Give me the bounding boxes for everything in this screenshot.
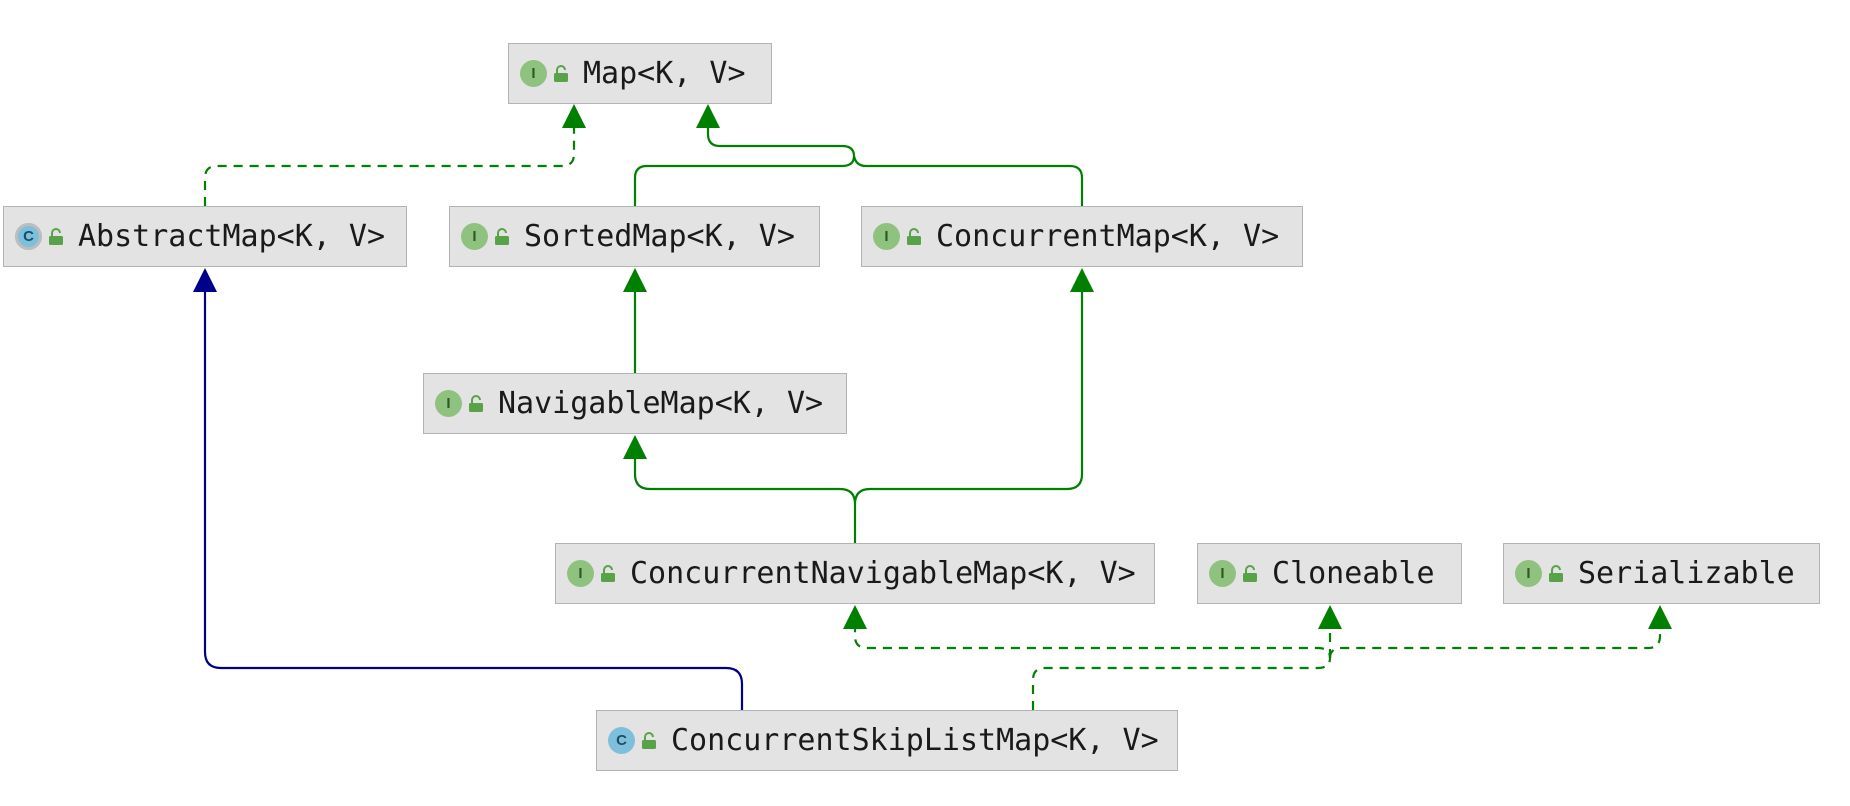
lock-icon	[468, 394, 484, 413]
class-icon: C	[608, 727, 635, 754]
node-concurrentskiplistmap[interactable]: C ConcurrentSkipListMap<K, V>	[596, 710, 1178, 771]
edge-concurrentmap-extends-map	[852, 155, 1084, 206]
node-abstractmap[interactable]: C AbstractMap<K, V>	[3, 206, 407, 267]
arrowhead-sortedmap	[623, 268, 647, 292]
arrowhead-navigablemap	[623, 435, 647, 459]
node-concurrentnavigablemap[interactable]: I ConcurrentNavigableMap<K, V>	[555, 543, 1155, 604]
node-label: Map<K, V>	[583, 56, 746, 91]
lock-icon	[1242, 564, 1258, 583]
edge-cnm-extends-navigablemap	[633, 456, 857, 543]
interface-icon: I	[461, 223, 488, 250]
arrowhead-serializable	[1648, 605, 1672, 629]
arrowhead-abstractmap	[193, 268, 217, 292]
interface-icon: I	[520, 60, 547, 87]
edge-sortedmap-extends-map	[633, 124, 856, 206]
interface-icon: I	[1209, 560, 1236, 587]
arrowhead-map-left	[562, 104, 586, 128]
lock-icon	[906, 227, 922, 246]
lock-icon	[1548, 564, 1564, 583]
node-label: ConcurrentNavigableMap<K, V>	[630, 556, 1136, 591]
node-map[interactable]: I Map<K, V>	[508, 43, 772, 104]
abstract-class-icon: C	[15, 223, 42, 250]
edge-abstractmap-implements-map	[203, 124, 576, 206]
lock-icon	[48, 227, 64, 246]
lock-icon	[494, 227, 510, 246]
node-concurrentmap[interactable]: I ConcurrentMap<K, V>	[861, 206, 1303, 267]
interface-icon: I	[435, 390, 462, 417]
arrowhead-map-right	[696, 104, 720, 128]
node-label: Cloneable	[1272, 556, 1435, 591]
interface-icon: I	[873, 223, 900, 250]
arrowhead-cloneable	[1318, 605, 1342, 629]
node-label: SortedMap<K, V>	[524, 219, 795, 254]
node-navigablemap[interactable]: I NavigableMap<K, V>	[423, 373, 847, 434]
edge-cslm-implements-serializable	[1328, 624, 1662, 659]
arrowhead-concurrentmap	[1070, 268, 1094, 292]
lock-icon	[553, 64, 569, 83]
node-label: Serializable	[1578, 556, 1795, 591]
node-label: ConcurrentMap<K, V>	[936, 219, 1280, 254]
lock-icon	[641, 731, 657, 750]
lock-icon	[600, 564, 616, 583]
arrowhead-cnm	[843, 605, 867, 629]
node-label: AbstractMap<K, V>	[78, 219, 386, 254]
edge-cslm-extends-abstractmap	[203, 290, 744, 710]
node-label: NavigableMap<K, V>	[498, 386, 824, 421]
interface-icon: I	[567, 560, 594, 587]
edge-cnm-extends-concurrentmap	[853, 290, 1084, 505]
node-serializable[interactable]: I Serializable	[1503, 543, 1820, 604]
node-sortedmap[interactable]: I SortedMap<K, V>	[449, 206, 820, 267]
node-label: ConcurrentSkipListMap<K, V>	[671, 723, 1159, 758]
edge-cslm-implements-cnm	[853, 624, 1332, 710]
interface-icon: I	[1515, 560, 1542, 587]
node-cloneable[interactable]: I Cloneable	[1197, 543, 1462, 604]
